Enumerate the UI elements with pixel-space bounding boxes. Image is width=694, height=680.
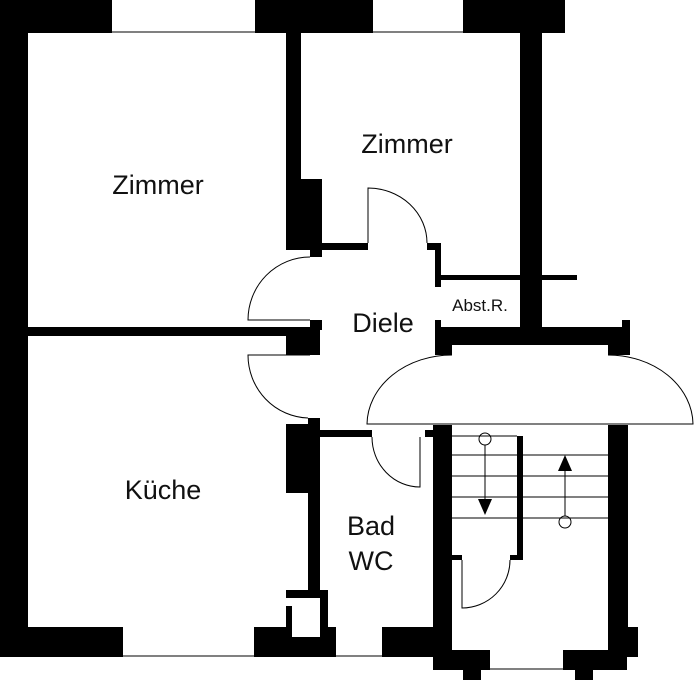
wall-pier-stub xyxy=(310,243,322,257)
wall-footing-right xyxy=(575,665,593,680)
label-diele: Diele xyxy=(352,308,414,338)
wall-abst-top xyxy=(441,275,577,280)
wall-zimmer-kueche xyxy=(28,327,286,336)
wall-footing-left xyxy=(463,665,481,680)
wall-pier xyxy=(301,179,322,250)
wall-door-jamb xyxy=(427,243,441,250)
label-abstellraum: Abst.R. xyxy=(452,296,508,315)
stair-start-circle xyxy=(478,432,492,446)
wall-stair-right xyxy=(608,425,628,657)
arrow-down-icon xyxy=(478,499,492,515)
walls xyxy=(0,0,638,680)
wall-stub xyxy=(310,320,322,330)
label-zimmer-right: Zimmer xyxy=(361,129,452,159)
door-stair xyxy=(461,559,511,609)
wall-kueche-bad xyxy=(308,418,320,590)
wall-bad-top xyxy=(320,430,372,437)
label-kueche: Küche xyxy=(125,475,202,505)
wall-kueche-corner xyxy=(286,327,320,355)
wall-top-mid xyxy=(255,0,373,33)
door-zimmer-right xyxy=(367,187,428,244)
label-wc: WC xyxy=(349,546,394,576)
wall-bad-jamb xyxy=(425,430,435,437)
door-entrance-double xyxy=(366,354,694,425)
wall-right-zimmer xyxy=(520,0,542,330)
label-bad: Bad xyxy=(347,511,395,541)
staircase xyxy=(452,432,608,560)
doors xyxy=(247,187,694,609)
door-kueche xyxy=(247,354,310,419)
room-labels: Zimmer Zimmer Diele Abst.R. Küche Bad WC xyxy=(112,129,508,576)
wall-stair-left xyxy=(433,425,452,657)
label-zimmer-left: Zimmer xyxy=(112,170,203,200)
wall-stair-top-stub xyxy=(622,320,630,330)
arrow-up-icon xyxy=(558,455,572,471)
wall-bottom-stair-left xyxy=(433,650,490,670)
door-zimmer-left xyxy=(247,256,311,321)
wall-zimmer-diele xyxy=(322,243,368,250)
stair-divider xyxy=(517,436,523,560)
windows xyxy=(112,31,563,670)
wall-top-right xyxy=(463,0,565,33)
wall-bottom-left xyxy=(0,627,123,657)
wall-abst-left xyxy=(435,243,441,287)
wall-left xyxy=(0,0,28,657)
door-bad xyxy=(371,436,421,488)
wall-between-rooms xyxy=(286,33,301,250)
wall-abst-bottom-stub xyxy=(435,320,441,330)
